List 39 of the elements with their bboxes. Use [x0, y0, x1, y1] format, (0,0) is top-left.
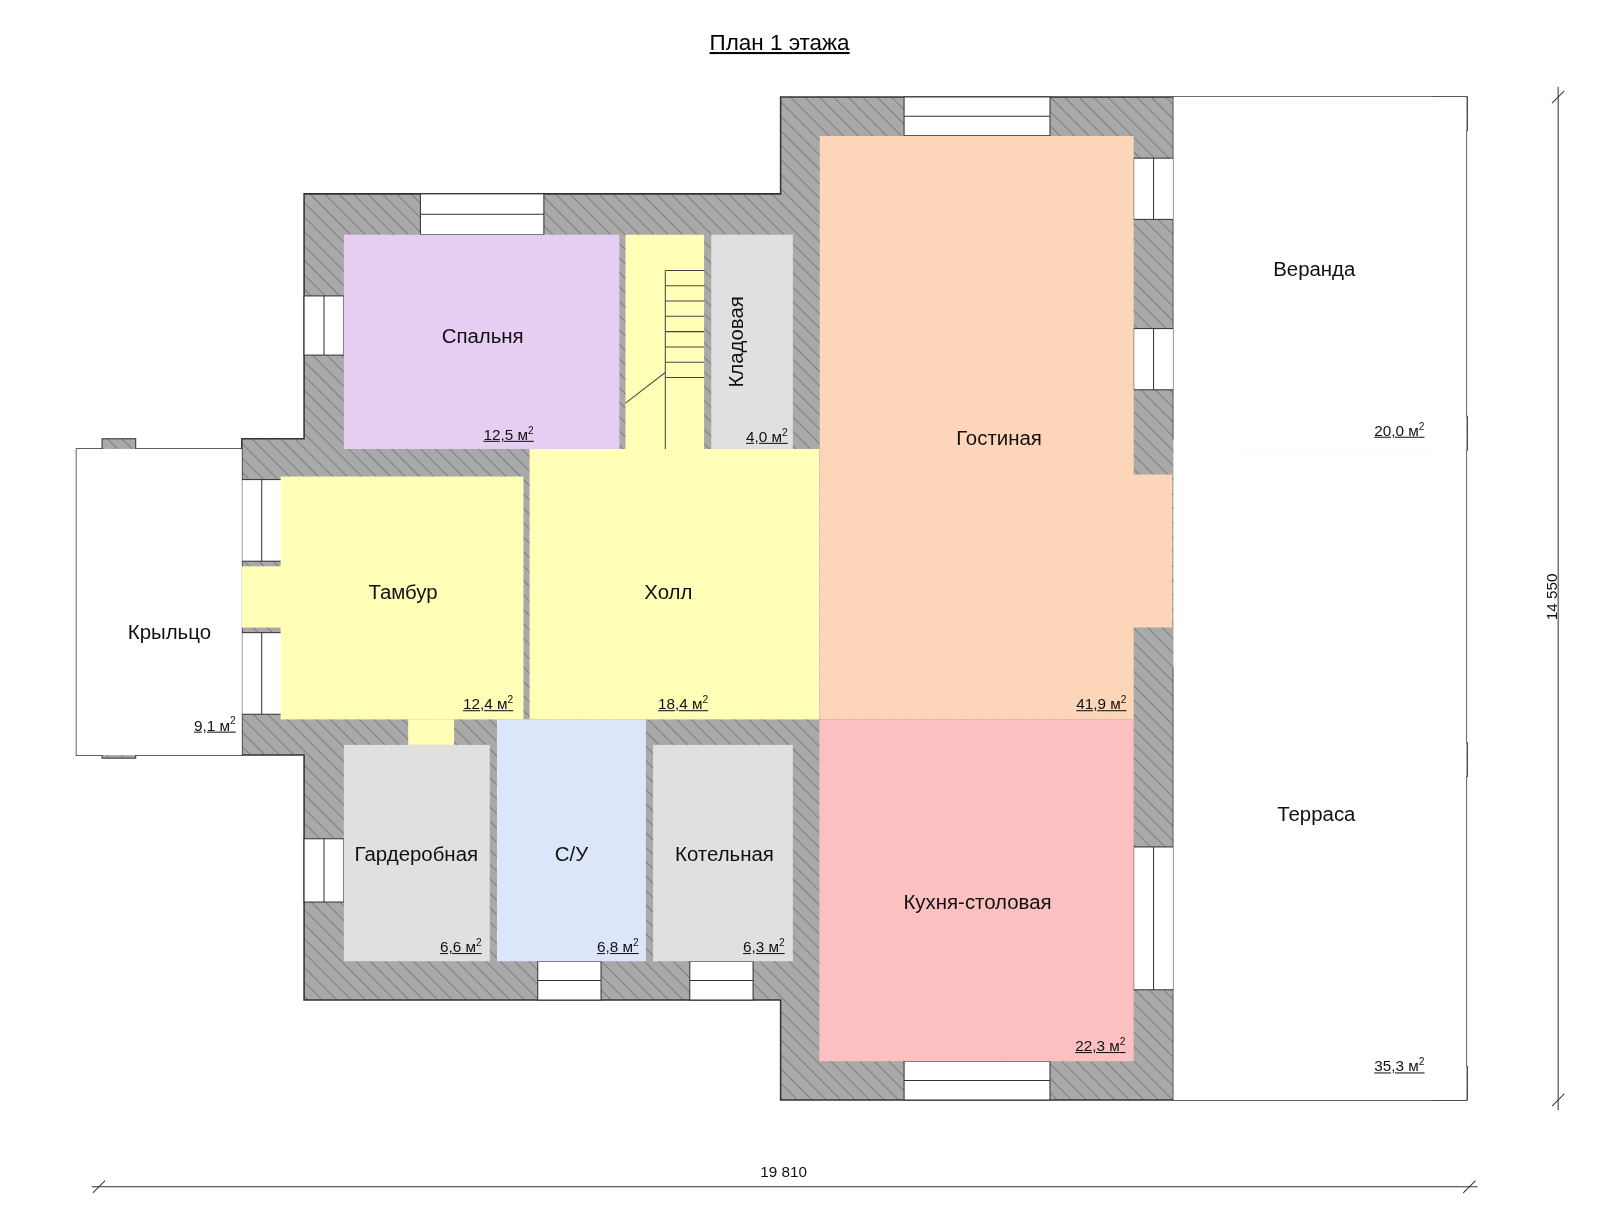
- room-area: 35,3 м$^{2}$: [1374, 1056, 1425, 1075]
- room-floor: [280, 476, 524, 720]
- room-area: 41,9 м$^{2}$: [1076, 693, 1127, 713]
- room-area: 20,0 м$^{2}$: [1374, 420, 1425, 439]
- room-name: Тамбур: [368, 581, 438, 605]
- dimension-label: 19 810: [760, 1162, 808, 1181]
- room-area: 9,1 м$^{2}$: [193, 715, 236, 734]
- room-area: 6,8 м$^{2}$: [597, 936, 639, 956]
- room-floor: [529, 449, 820, 720]
- room-name: Веранда: [1273, 257, 1356, 282]
- room-name: Кладовая: [725, 296, 749, 388]
- room-area: 6,6 м$^{2}$: [439, 936, 482, 956]
- room-name: Кухня-столовая: [903, 890, 1052, 914]
- room-area: 18,4 м$^{2}$: [657, 693, 709, 713]
- room-name: Котельная: [675, 842, 774, 866]
- room-floor: [343, 234, 620, 449]
- room-name: Холл: [644, 581, 693, 605]
- room-floor: [343, 744, 490, 962]
- room-area: 12,4 м$^{2}$: [463, 693, 514, 713]
- room-floor: [76, 449, 242, 756]
- room-floor: [1173, 449, 1467, 1100]
- dimension-label: 14 550: [1542, 573, 1560, 621]
- room-area: 12,5 м$^{2}$: [483, 424, 534, 443]
- room-name: Терраса: [1277, 802, 1356, 826]
- room-name: Гостиная: [956, 427, 1042, 451]
- plan-title: План 1 этажа: [709, 29, 850, 57]
- room-floor: [1173, 96, 1467, 449]
- room-area: 22,3 м$^{2}$: [1075, 1035, 1126, 1055]
- room-area: 6,3 м$^{2}$: [742, 936, 785, 956]
- room-area: 4,0 м$^{2}$: [746, 426, 788, 445]
- room-name: С/У: [554, 842, 589, 866]
- room-floor: [653, 744, 793, 962]
- room-name: Спальня: [441, 325, 524, 349]
- room-floor: [819, 135, 1173, 720]
- room-floor: [496, 719, 646, 962]
- room-floor: [711, 234, 793, 449]
- room-floor: [819, 719, 1134, 1062]
- room-name: Крыльцо: [127, 620, 211, 645]
- room-name: Гардеробная: [354, 842, 479, 866]
